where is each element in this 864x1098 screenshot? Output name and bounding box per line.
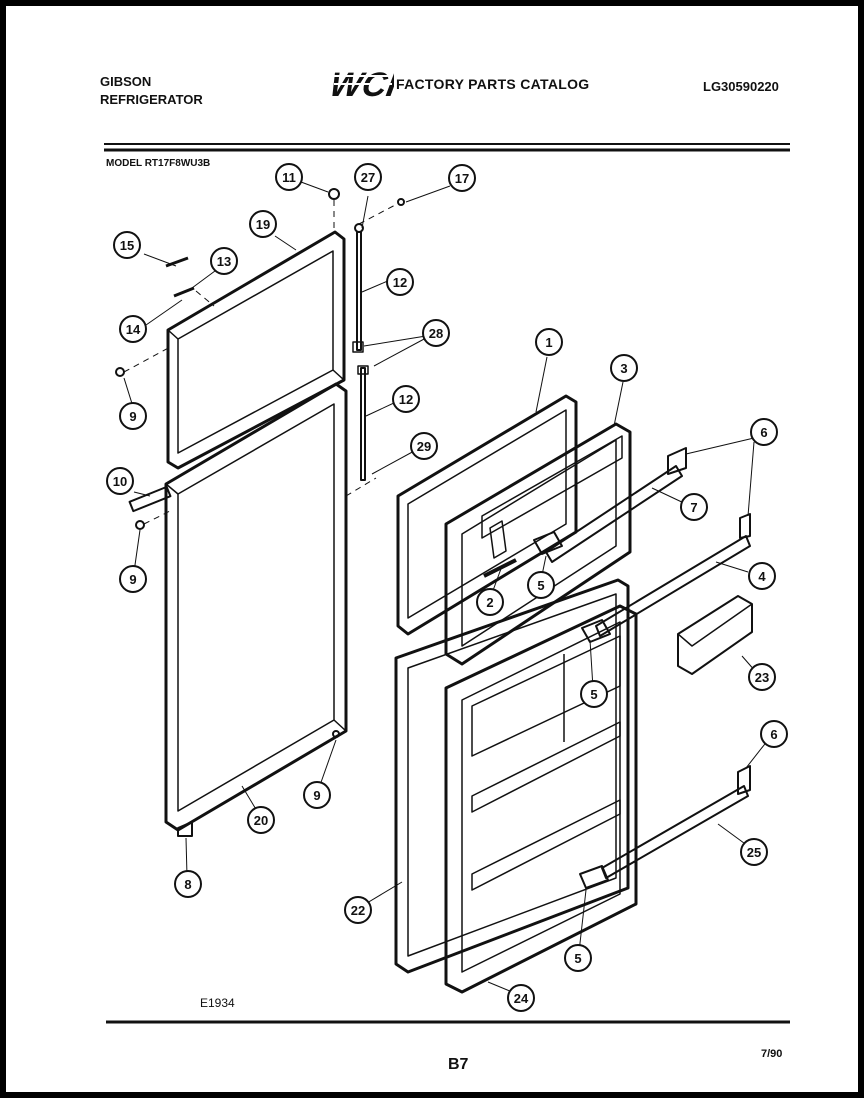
callout-label: 15: [120, 238, 134, 253]
freezer-door-gasket: [166, 230, 346, 470]
callout-circle: [119, 402, 147, 430]
callout-circle: [748, 663, 776, 691]
callout-label: 8: [184, 877, 191, 892]
brand-name: GIBSON: [100, 74, 152, 89]
shelf-end-cap: [739, 513, 751, 539]
plug-part: [115, 367, 125, 377]
callout-circle: [303, 781, 331, 809]
callout-circle: [354, 163, 382, 191]
callout-circle: [564, 944, 592, 972]
callout-label: 9: [313, 788, 320, 803]
callout-circle: [610, 354, 638, 382]
shelf-clip: [579, 865, 609, 889]
callout-label: 9: [129, 409, 136, 424]
assembly-lines: [123, 200, 400, 525]
model-number: MODEL RT17F8WU3B: [106, 158, 211, 169]
fresh-food-door-gasket: [164, 382, 348, 832]
callout-circle: [410, 432, 438, 460]
callout-label: 14: [126, 322, 141, 337]
hinge-pin-part: [177, 821, 193, 837]
callout-circle: [507, 984, 535, 1012]
callout-label: 6: [770, 727, 777, 742]
catalog-title: FACTORY PARTS CATALOG: [396, 76, 590, 92]
callout-circle: [249, 210, 277, 238]
callout-label: 12: [399, 392, 413, 407]
callout-circle: [748, 562, 776, 590]
callout-circle: [422, 319, 450, 347]
callout-label: 5: [574, 951, 581, 966]
freezer-door-liner: [444, 422, 632, 666]
callout-circle: [750, 418, 778, 446]
callout-label: 5: [537, 578, 544, 593]
dairy-door: [677, 595, 753, 675]
callout-label: 10: [113, 474, 127, 489]
callout-label: 3: [620, 361, 627, 376]
callout-label: 24: [514, 991, 529, 1006]
callout-circle: [760, 720, 788, 748]
freezer-shelf: [545, 465, 683, 563]
shelf-clip: [533, 531, 563, 555]
drawing-reference: E1934: [200, 996, 235, 1010]
callout-circle: [247, 806, 275, 834]
callout-circle: [275, 163, 303, 191]
callout-circle: [535, 328, 563, 356]
callout-label: 13: [217, 254, 231, 269]
plug-part: [328, 188, 340, 200]
pin-part: [397, 198, 405, 206]
callout-circle: [740, 838, 768, 866]
callout-label: 6: [760, 425, 767, 440]
screw-part: [165, 256, 189, 268]
hinge-assembly: [352, 223, 369, 481]
shelf-end-cap: [737, 765, 751, 795]
callout-circle: [106, 467, 134, 495]
callout-circle: [680, 493, 708, 521]
callout-circle: [119, 315, 147, 343]
plug-part: [332, 730, 340, 738]
callout-label: 20: [254, 813, 268, 828]
callout-label: 9: [129, 572, 136, 587]
callout-circle: [527, 571, 555, 599]
callout-label: 17: [455, 171, 469, 186]
callout-circle: [210, 247, 238, 275]
freezer-handle: [483, 558, 517, 578]
callout-label: 27: [361, 170, 375, 185]
callout-circle: [476, 588, 504, 616]
callout-label: 11: [282, 170, 296, 185]
callout-label: 7: [690, 500, 697, 515]
callout-label: 12: [393, 275, 407, 290]
product-type: REFRIGERATOR: [100, 92, 203, 107]
callout-label: 22: [351, 903, 365, 918]
handle-part: [128, 485, 172, 513]
revision-date: 7/90: [761, 1048, 783, 1060]
callout-label: 4: [758, 569, 766, 584]
callout-circle: [448, 164, 476, 192]
callout-circle: [580, 680, 608, 708]
callout-circle: [113, 231, 141, 259]
callout-circle: [119, 565, 147, 593]
callout-label: 5: [590, 687, 597, 702]
fresh-food-door-liner: [444, 604, 638, 994]
callout-label: 29: [417, 439, 431, 454]
wci-logo-icon: WCI: [332, 66, 394, 102]
plug-part: [135, 520, 145, 530]
callout-label: 19: [256, 217, 270, 232]
callout-label: 1: [545, 335, 552, 350]
page-number: B7: [448, 1056, 469, 1073]
catalog-page: GIBSON REFRIGERATOR WCI FACTORY PARTS CA…: [6, 6, 858, 1092]
callout-label: 25: [747, 845, 761, 860]
callout-label: 2: [486, 595, 493, 610]
callout-circle: [392, 385, 420, 413]
document-number: LG30590220: [703, 79, 779, 94]
callout-circle: [174, 870, 202, 898]
callout-circle: [344, 896, 372, 924]
door-shelf: [601, 785, 749, 879]
callout-label: 28: [429, 326, 443, 341]
screw-part: [173, 286, 195, 298]
callout-label: 23: [755, 670, 769, 685]
callout-circle: [386, 268, 414, 296]
shelf-end-cap: [667, 447, 687, 475]
exploded-parts-diagram: 1127171915131412289122910913672545239208…: [104, 143, 790, 1024]
fresh-food-gasket-right: [394, 578, 630, 974]
